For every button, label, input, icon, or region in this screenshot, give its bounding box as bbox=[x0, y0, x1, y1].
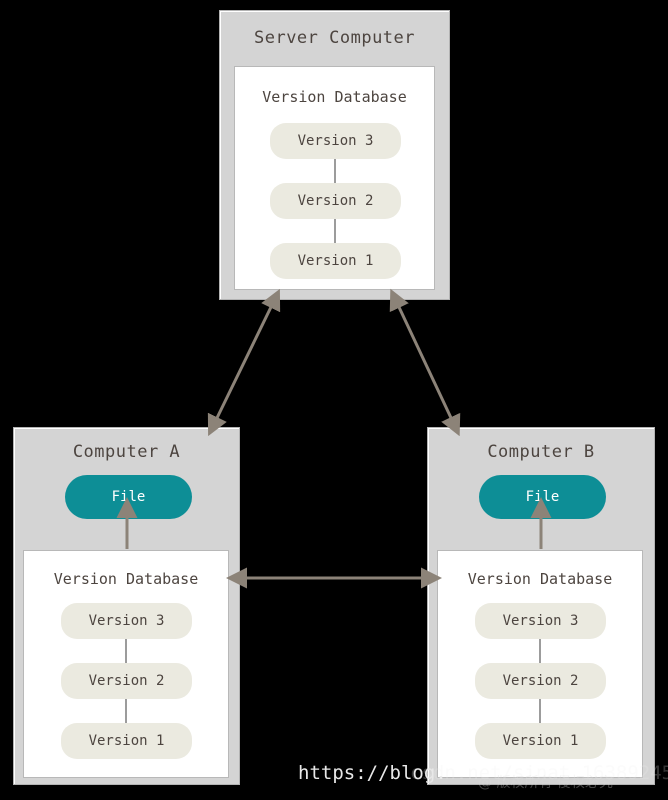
computer-a-version-pill-2[interactable]: Version 2 bbox=[61, 663, 192, 699]
computer-a-version-database-panel: Version Database Version 3 Version 2 Ver… bbox=[23, 550, 229, 778]
computer-b-file-pill[interactable]: File bbox=[479, 475, 606, 519]
server-computer-title: Server Computer bbox=[253, 28, 416, 48]
computer-a-title: Computer A bbox=[72, 442, 181, 462]
computer-b-title: Computer B bbox=[487, 442, 595, 462]
computer-b-version-link-2-1 bbox=[539, 699, 541, 723]
computer-a-version-database-label: Version Database bbox=[53, 570, 199, 588]
server-version-database-label: Version Database bbox=[262, 88, 407, 106]
server-version-pill-2[interactable]: Version 2 bbox=[270, 183, 401, 219]
computer-a-version-pill-1[interactable]: Version 1 bbox=[61, 723, 192, 759]
computer-b-version-pill-3[interactable]: Version 3 bbox=[475, 603, 606, 639]
arrow-server-computer-a bbox=[207, 288, 281, 437]
server-version-pill-1[interactable]: Version 1 bbox=[270, 243, 401, 279]
computer-a-box: Computer A File Version Database Version… bbox=[13, 427, 240, 785]
server-version-database-panel: Version Database Version 3 Version 2 Ver… bbox=[234, 66, 435, 290]
computer-a-version-link-3-2 bbox=[125, 639, 127, 663]
computer-b-version-database-panel: Version Database Version 3 Version 2 Ver… bbox=[437, 550, 643, 778]
computer-b-version-database-label: Version Database bbox=[467, 570, 613, 588]
server-version-link-2-1 bbox=[334, 219, 336, 243]
watermark-url-faint: csdn.net/sinat_16389245 bbox=[410, 762, 668, 784]
computer-b-version-pill-1[interactable]: Version 1 bbox=[475, 723, 606, 759]
computer-a-version-pill-3[interactable]: Version 3 bbox=[61, 603, 192, 639]
computer-a-file-pill[interactable]: File bbox=[65, 475, 192, 519]
server-version-pill-3[interactable]: Version 3 bbox=[270, 123, 401, 159]
computer-b-box: Computer B File Version Database Version… bbox=[427, 427, 655, 785]
watermark-url-visible: https://blog. bbox=[298, 762, 447, 784]
watermark-handle: @ 版权所有 侵权必究 bbox=[478, 775, 613, 791]
arrow-server-computer-b bbox=[389, 288, 461, 437]
server-computer-box: Server Computer Version Database Version… bbox=[219, 10, 450, 300]
computer-a-version-link-2-1 bbox=[125, 699, 127, 723]
server-version-link-3-2 bbox=[334, 159, 336, 183]
computer-b-version-link-3-2 bbox=[539, 639, 541, 663]
computer-b-version-pill-2[interactable]: Version 2 bbox=[475, 663, 606, 699]
